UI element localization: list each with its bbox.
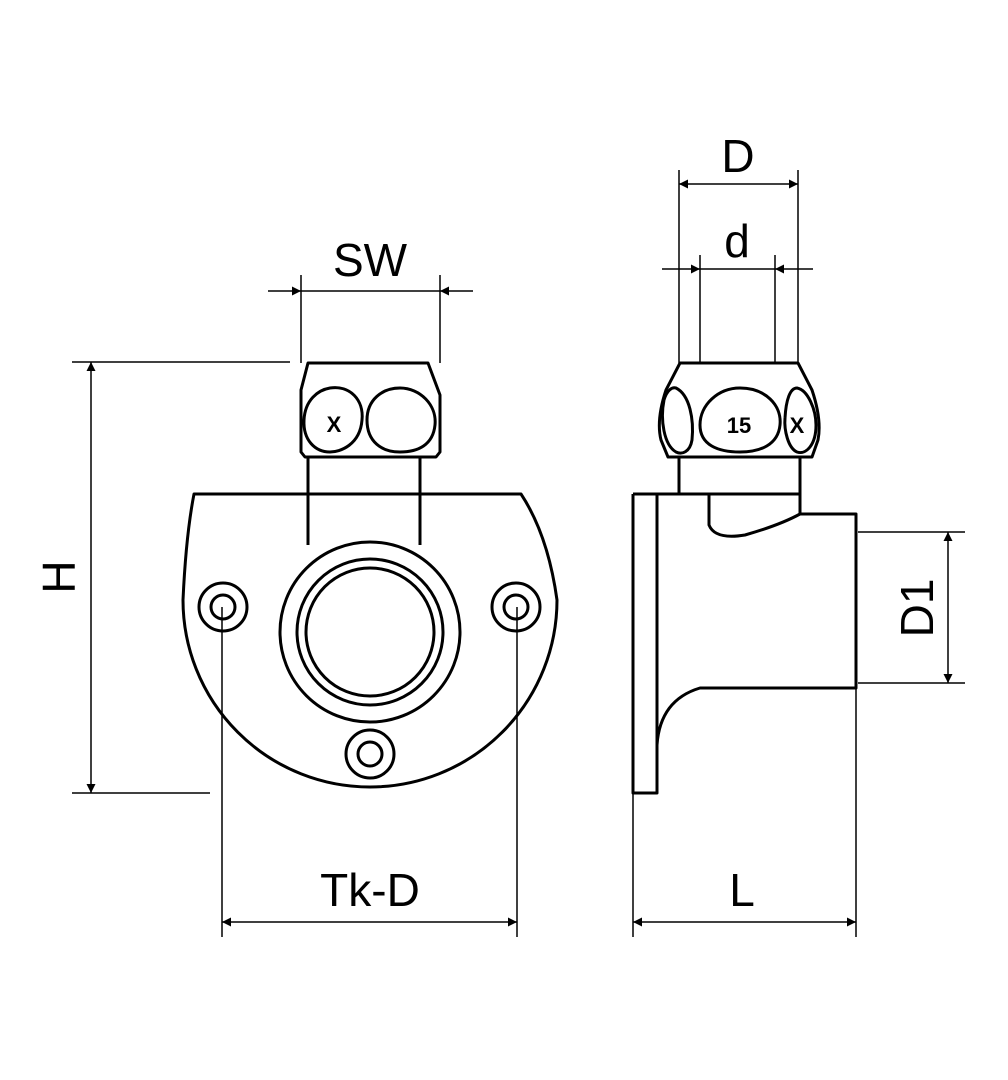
front-nut-flat-left <box>302 386 364 454</box>
front-neck <box>306 457 422 545</box>
label-d-inner: d <box>724 215 750 267</box>
label-sw: SW <box>333 234 408 286</box>
bolt-hole-bottom <box>344 728 396 780</box>
dimension-sw: SW <box>268 234 473 363</box>
side-nut-flat-right <box>783 386 818 455</box>
side-nut-flat-center <box>698 386 782 454</box>
side-nut <box>657 361 821 459</box>
dimension-d-inner: d <box>662 215 813 363</box>
label-h: H <box>33 560 85 593</box>
side-nut-flat-left <box>661 386 694 455</box>
label-d1: D1 <box>891 579 943 638</box>
side-nut-mark-center: 15 <box>727 413 751 438</box>
bore-ring <box>295 557 445 707</box>
bolt-hole-right-inner <box>502 593 530 621</box>
label-l: L <box>729 864 755 916</box>
side-nut-mark-right: X <box>790 413 805 438</box>
label-d-outer: D <box>721 130 754 182</box>
flange-outline <box>181 492 559 789</box>
front-nut <box>299 361 442 459</box>
bore-inner <box>304 566 436 698</box>
label-tk-d: Tk-D <box>320 864 420 916</box>
front-nut-mark: X <box>327 412 342 437</box>
bolt-hole-left-inner <box>209 593 237 621</box>
front-nut-flat-right <box>365 386 437 454</box>
side-body <box>631 492 858 795</box>
side-neck <box>677 457 802 514</box>
dimension-l: L <box>632 688 857 937</box>
bolt-hole-left <box>197 581 249 633</box>
dimension-h: H <box>33 361 290 794</box>
bolt-hole-bottom-inner <box>356 740 384 768</box>
side-inner-curve <box>707 494 801 538</box>
front-view: X <box>181 361 559 789</box>
side-view: 15 X <box>631 361 858 795</box>
bore-outer <box>278 540 462 724</box>
dimension-d-outer: D <box>678 130 799 363</box>
bolt-hole-right <box>490 581 542 633</box>
dimension-tk-d: Tk-D <box>221 607 518 937</box>
dimension-d1: D1 <box>858 531 965 684</box>
